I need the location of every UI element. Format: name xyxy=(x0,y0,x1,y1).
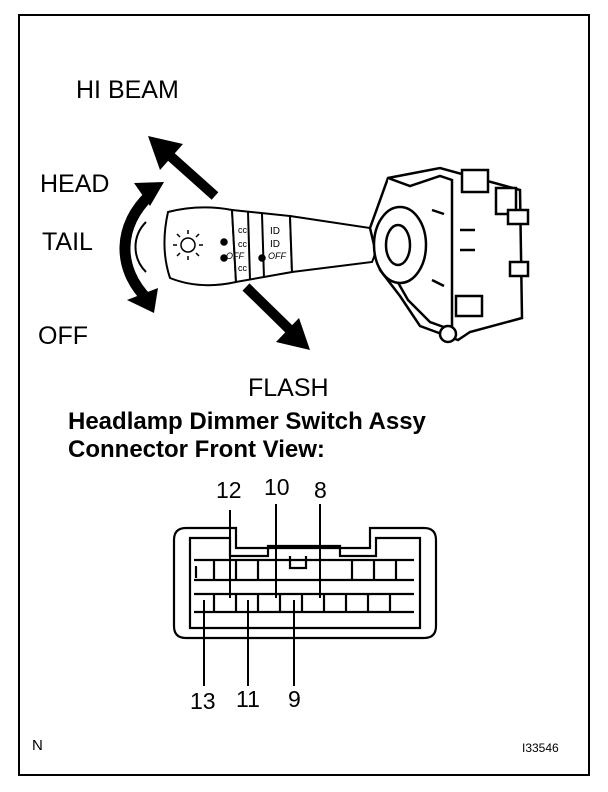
lever-off-marking-right: OFF xyxy=(268,251,286,261)
svg-text:cc: cc xyxy=(238,225,248,235)
lever-stalk xyxy=(163,206,377,287)
title-line-1: Headlamp Dimmer Switch Assy xyxy=(68,408,426,435)
off-label: OFF xyxy=(38,322,88,350)
figure-id: I33546 xyxy=(522,741,559,755)
svg-text:ID: ID xyxy=(270,226,280,237)
hi-beam-arrow xyxy=(148,136,219,200)
svg-text:cc: cc xyxy=(238,239,248,249)
pin-label-10: 10 xyxy=(264,474,290,500)
hi-beam-label: HI BEAM xyxy=(76,76,179,104)
pin-label-8: 8 xyxy=(314,477,327,503)
pin-label-11: 11 xyxy=(236,686,260,712)
lever-markings: cc cc cc ID ID xyxy=(173,225,280,273)
diagram-frame xyxy=(18,14,590,776)
connector-cavity-dividers xyxy=(212,560,398,612)
svg-text:ID: ID xyxy=(270,239,280,250)
pin-label-12: 12 xyxy=(216,477,242,503)
connector-front-view xyxy=(172,526,438,640)
svg-text:cc: cc xyxy=(238,263,248,273)
flash-arrow xyxy=(242,283,310,350)
rotation-arc xyxy=(119,182,164,313)
switch-body xyxy=(368,166,530,344)
title-line-2: Connector Front View: xyxy=(68,436,325,463)
pin-leader-lines xyxy=(203,504,321,686)
pin-label-9: 9 xyxy=(288,686,301,712)
head-label: HEAD xyxy=(40,170,110,198)
tail-label: TAIL xyxy=(42,228,93,256)
flash-label: FLASH xyxy=(248,374,329,402)
pin-label-13: 13 xyxy=(190,688,216,714)
corner-mark: N xyxy=(32,737,43,754)
lever-off-marking-left: OFF xyxy=(226,251,244,261)
